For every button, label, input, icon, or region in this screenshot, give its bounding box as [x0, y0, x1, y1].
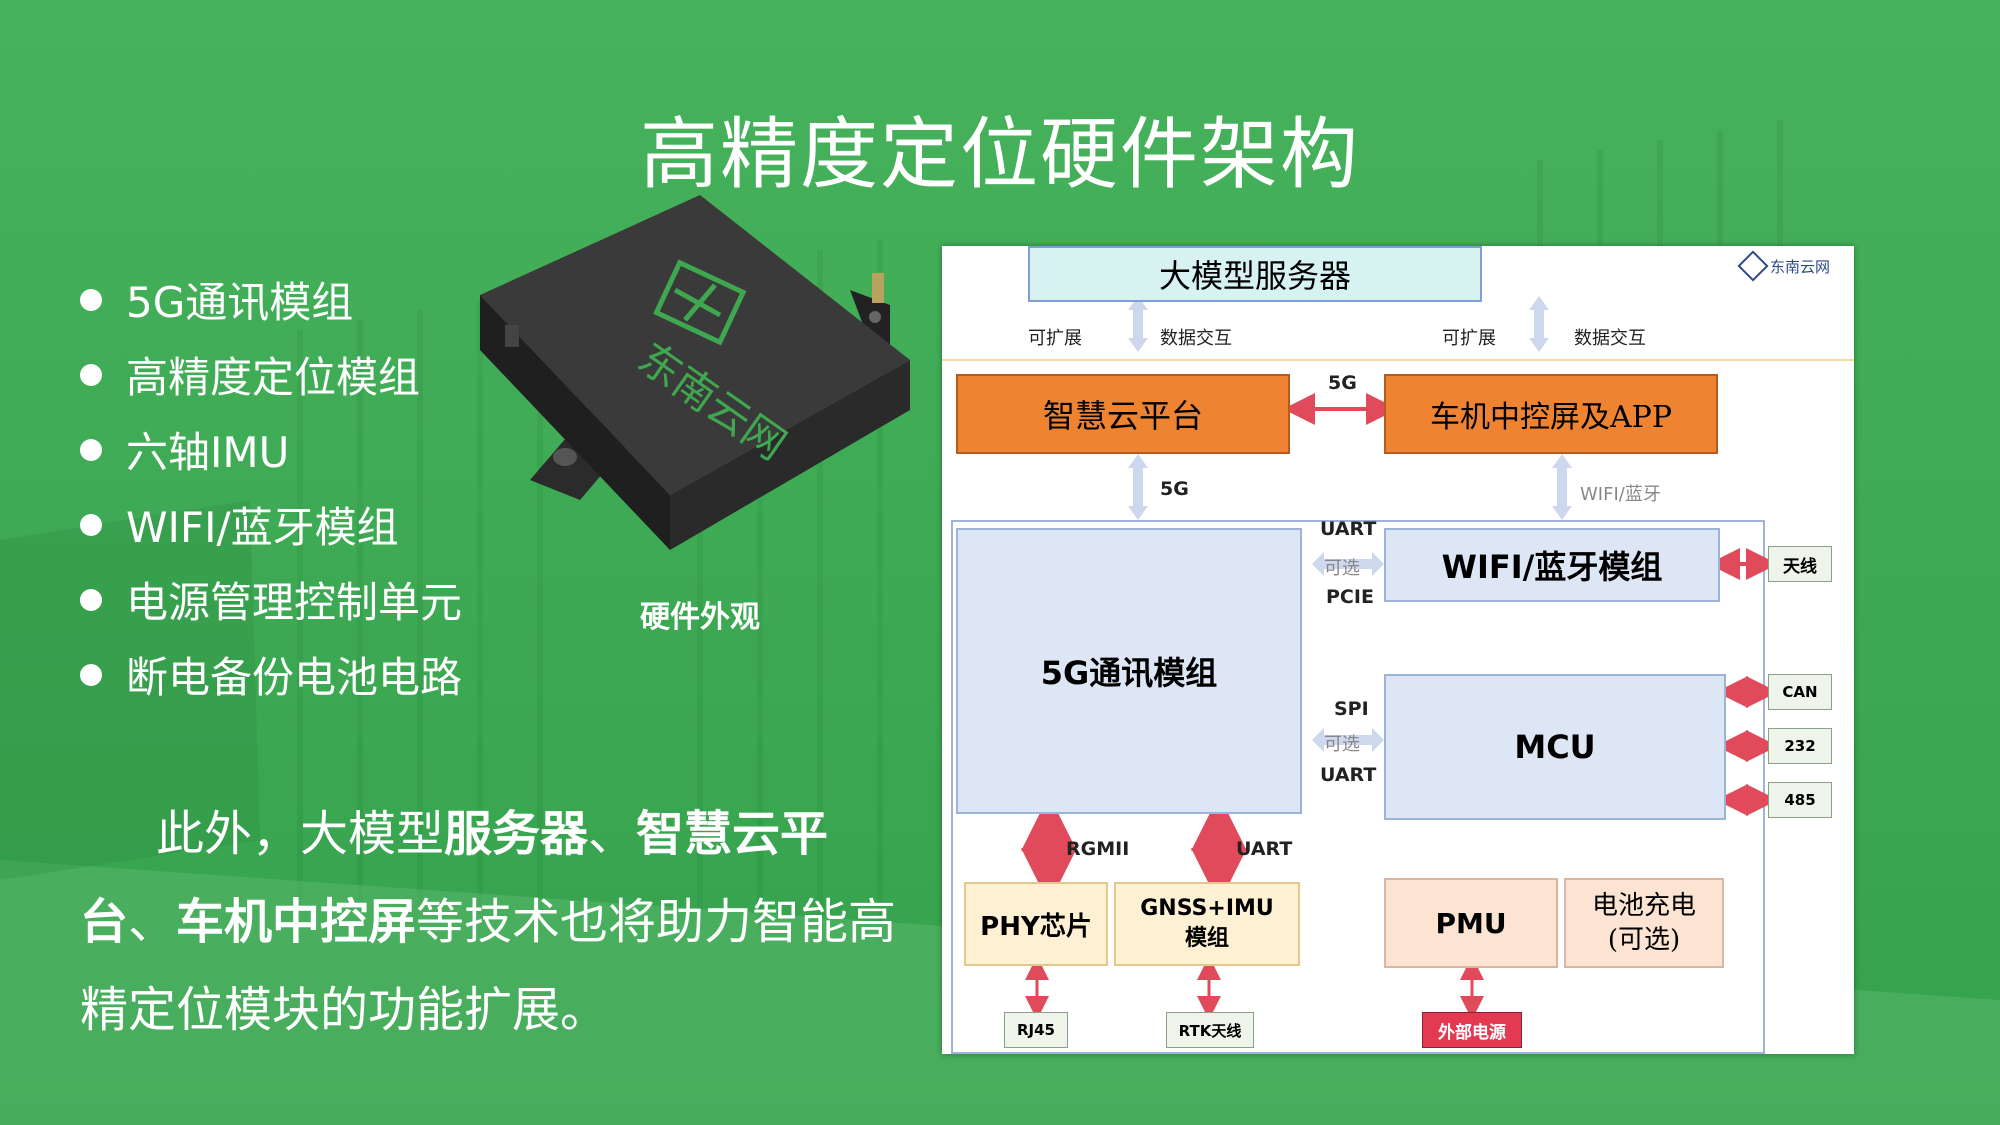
label-uart-3: UART	[1236, 838, 1293, 860]
cloud-platform-label: 智慧云平台	[1042, 397, 1203, 435]
list-item-label: WIFI/蓝牙模组	[126, 503, 399, 552]
para-text-2: 、	[588, 806, 637, 862]
wifi-module-label: WIFI/蓝牙模组	[1441, 548, 1663, 586]
gnss-imu-box: GNSS+IMU 模组	[1114, 882, 1300, 966]
label-exchange-right: 数据交互	[1574, 328, 1646, 349]
para-text-4: 等技术也将助力智能高精定位模块的功能扩展。	[80, 894, 897, 1038]
bullet-icon	[80, 663, 102, 686]
car-screen-label: 车机中控屏及APP	[1429, 400, 1673, 435]
rj45-label: RJ45	[1016, 1021, 1055, 1039]
external-power-label: 外部电源	[1438, 1022, 1506, 1043]
rtk-antenna-box: RTK天线	[1166, 1012, 1254, 1048]
logo: 东南云网	[1737, 250, 1846, 282]
rtk-antenna-label: RTK天线	[1178, 1021, 1242, 1040]
gnss-imu-label-line1: GNSS+IMU	[1140, 896, 1274, 921]
label-uart-2: UART	[1320, 764, 1377, 786]
page-title: 高精度定位硬件架构	[639, 110, 1360, 200]
list-item-label: 高精度定位模组	[126, 353, 421, 402]
external-power-box: 外部电源	[1422, 1012, 1522, 1048]
port-232-label: 232	[1784, 737, 1816, 755]
architecture-diagram: 大模型服务器 东南云网 可扩展 数据交互 可扩展 数据交互 智慧云平台 车机中控…	[942, 246, 1854, 1054]
phy-chip-label: PHY芯片	[980, 911, 1092, 942]
list-item-label: 六轴IMU	[126, 428, 290, 477]
feature-list: 5G通讯模组 高精度定位模组 六轴IMU WIFI/蓝牙模组 电源管理控制单元 …	[80, 262, 462, 712]
car-screen-box: 车机中控屏及APP	[1384, 374, 1718, 454]
para-bold-1: 服务器	[444, 806, 589, 862]
list-item: 六轴IMU	[80, 412, 462, 487]
pmu-label: PMU	[1435, 906, 1507, 940]
label-rgmii: RGMII	[1066, 838, 1130, 860]
bullet-icon	[80, 363, 102, 386]
label-wifi-bt-link: WIFI/蓝牙	[1580, 484, 1661, 505]
mcu-box: MCU	[1384, 674, 1726, 820]
module-5g-label: 5G通讯模组	[1040, 654, 1218, 692]
module-5g-box: 5G通讯模组	[956, 528, 1302, 814]
device-caption: 硬件外观	[640, 600, 760, 635]
label-uart-1: UART	[1320, 518, 1377, 540]
server-box: 大模型服务器	[1028, 246, 1482, 302]
label-optional-1: 可选	[1324, 558, 1360, 579]
bullet-icon	[80, 438, 102, 461]
logo-text: 东南云网	[1770, 257, 1831, 276]
wifi-module-box: WIFI/蓝牙模组	[1384, 528, 1720, 602]
port-232-box: 232	[1768, 728, 1832, 764]
logo-icon	[1737, 250, 1769, 282]
gnss-imu-label-line2: 模组	[1184, 926, 1229, 951]
para-bold-2: 智慧云平台	[80, 806, 829, 950]
label-expand-right: 可扩展	[1442, 328, 1496, 349]
label-pcie: PCIE	[1326, 586, 1374, 608]
para-text-3: 、	[128, 894, 177, 950]
list-item: 高精度定位模组	[80, 337, 462, 412]
can-label: CAN	[1782, 683, 1818, 701]
label-5g-top: 5G	[1328, 372, 1357, 394]
can-box: CAN	[1768, 674, 1832, 710]
label-spi: SPI	[1334, 698, 1369, 720]
bullet-icon	[80, 513, 102, 536]
description-paragraph: 此外，大模型服务器、智慧云平台、车机中控屏等技术也将助力智能高精定位模块的功能扩…	[80, 790, 900, 1054]
label-expand-left: 可扩展	[1028, 328, 1082, 349]
list-item: 断电备份电池电路	[80, 637, 462, 712]
list-item: 电源管理控制单元	[80, 562, 462, 637]
bullet-icon	[80, 288, 102, 311]
label-exchange-left: 数据交互	[1160, 328, 1232, 349]
port-485-label: 485	[1784, 791, 1816, 809]
phy-chip-box: PHY芯片	[964, 882, 1108, 966]
label-optional-2: 可选	[1324, 734, 1360, 755]
port-485-box: 485	[1768, 782, 1832, 818]
list-item-label: 断电备份电池电路	[126, 653, 463, 702]
para-bold-3: 车机中控屏	[176, 894, 417, 950]
device-image: 东南云网	[480, 195, 910, 550]
list-item: WIFI/蓝牙模组	[80, 487, 462, 562]
cloud-platform-box: 智慧云平台	[956, 374, 1290, 454]
rj45-box: RJ45	[1004, 1012, 1068, 1048]
battery-charge-label-line1: 电池充电	[1591, 891, 1696, 921]
para-text-1: 此外，大模型	[156, 806, 445, 862]
bullet-icon	[80, 588, 102, 611]
server-label: 大模型服务器	[1158, 257, 1351, 295]
battery-charge-box: 电池充电 (可选)	[1564, 878, 1724, 968]
antenna-box: 天线	[1768, 546, 1832, 582]
battery-charge-label-line2: (可选)	[1607, 925, 1681, 955]
antenna-label: 天线	[1783, 556, 1817, 577]
list-item: 5G通讯模组	[80, 262, 462, 337]
list-item-label: 电源管理控制单元	[126, 578, 463, 627]
mcu-label: MCU	[1514, 728, 1596, 766]
pmu-box: PMU	[1384, 878, 1558, 968]
label-5g-vertical: 5G	[1160, 478, 1189, 500]
diagram-connectors	[942, 296, 1854, 1054]
list-item-label: 5G通讯模组	[126, 278, 354, 327]
